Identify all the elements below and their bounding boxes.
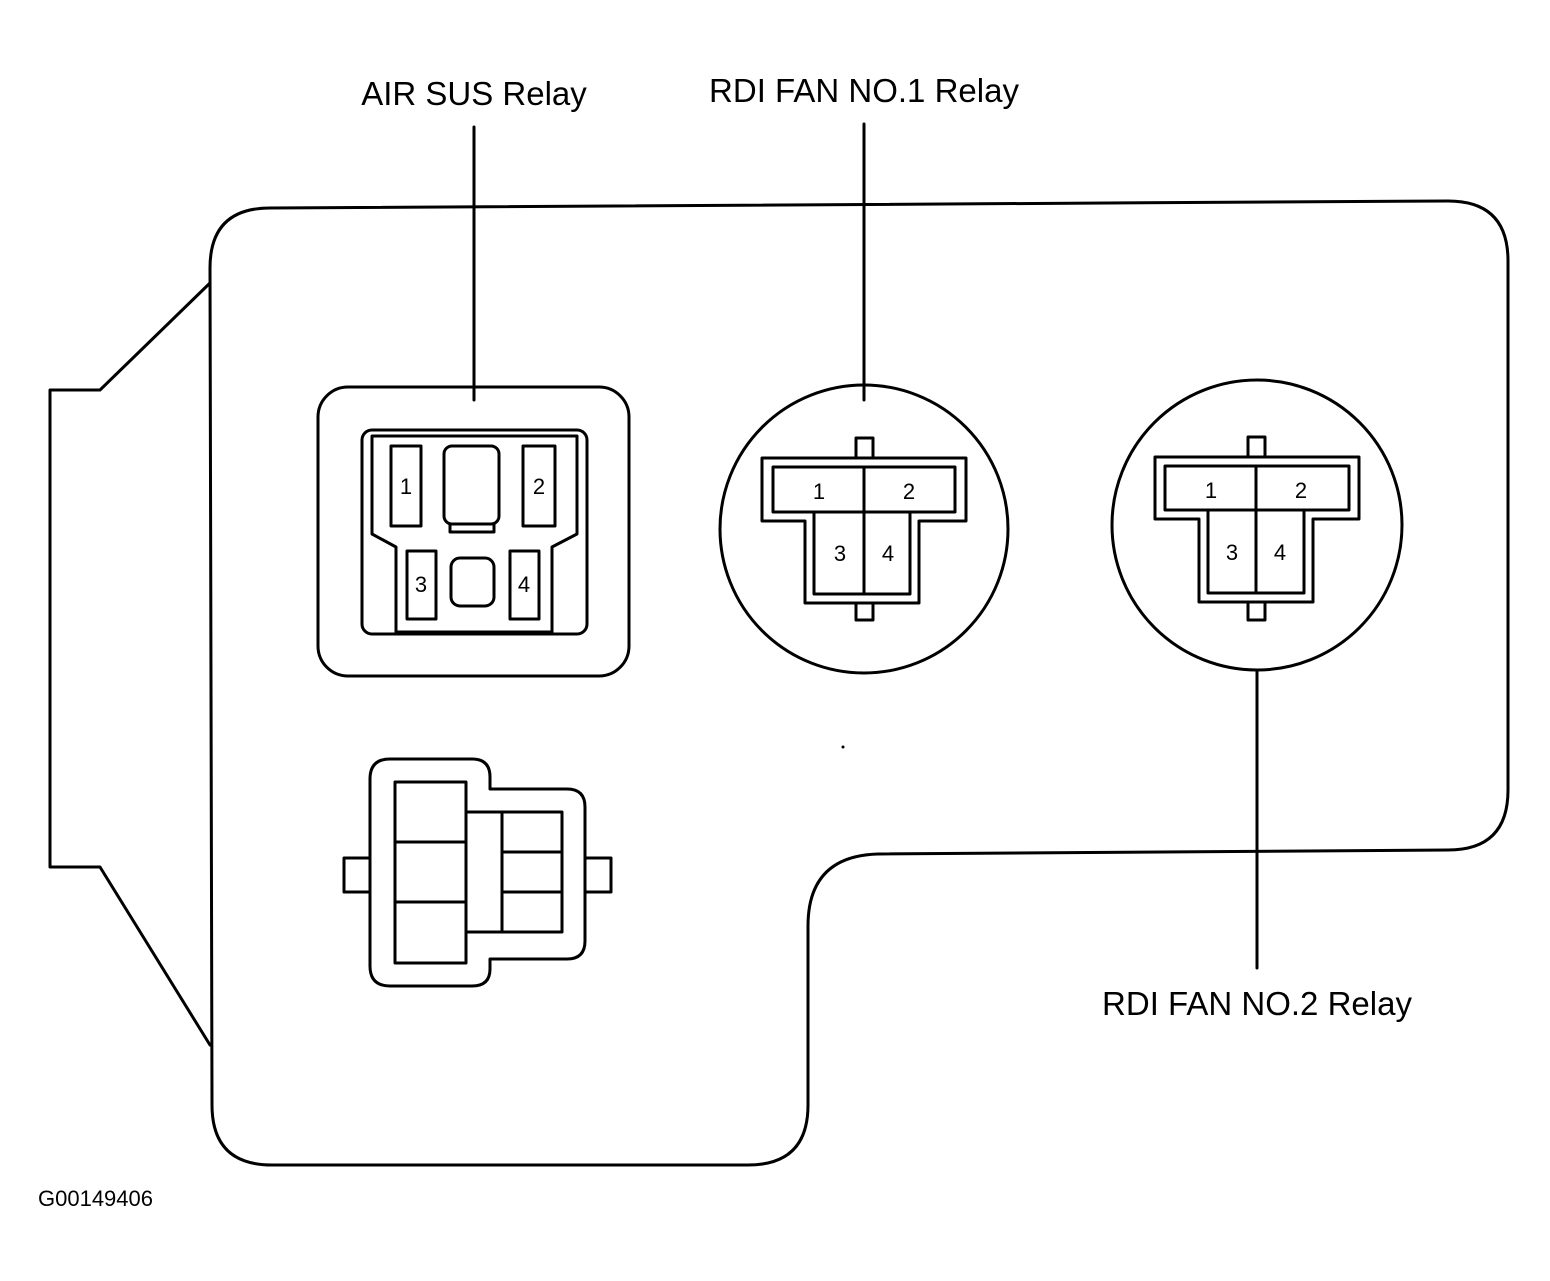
fan1-pin-label: 2	[903, 479, 915, 504]
rdi-fan-no2-relay-socket: 1 2 3 4	[1110, 378, 1404, 672]
fan2-pin-label: 1	[1205, 478, 1217, 503]
air-sus-pin-label: 1	[400, 474, 412, 499]
air-sus-pin-label: 4	[518, 572, 530, 597]
figure-id: G00149406	[38, 1186, 153, 1211]
fan1-pin-label: 1	[813, 479, 825, 504]
dot-mark	[841, 745, 845, 749]
air-sus-pin-label: 2	[533, 474, 545, 499]
air-sus-pin-2-slot	[521, 444, 557, 528]
air-sus-center-bottom-terminal	[449, 556, 496, 608]
air-sus-pin-1-slot	[389, 444, 423, 528]
fan2-pin-label: 4	[1274, 540, 1286, 565]
fan2-pin-label: 2	[1295, 478, 1307, 503]
air-sus-relay-socket: 1 2 3 4	[316, 385, 631, 678]
fan1-pin-label: 3	[834, 541, 846, 566]
rdi-fan-no1-relay-socket: 1 2 3 4	[718, 383, 1010, 675]
relay-block-housing	[208, 199, 1510, 1167]
air-sus-relay-label: AIR SUS Relay	[361, 75, 587, 112]
rdi-fan-no1-relay-label: RDI FAN NO.1 Relay	[709, 72, 1019, 109]
fan1-pin-label: 4	[882, 541, 894, 566]
air-sus-pin-label: 3	[415, 572, 427, 597]
air-sus-center-top-terminal	[442, 444, 501, 526]
lower-connector	[342, 757, 613, 988]
rdi-fan-no2-relay-label: RDI FAN NO.2 Relay	[1102, 985, 1412, 1022]
fan2-pin-label: 3	[1226, 540, 1238, 565]
air-sus-pin-3-slot	[405, 549, 438, 621]
mounting-flange	[48, 281, 212, 1047]
air-sus-pin-4-slot	[508, 549, 541, 621]
